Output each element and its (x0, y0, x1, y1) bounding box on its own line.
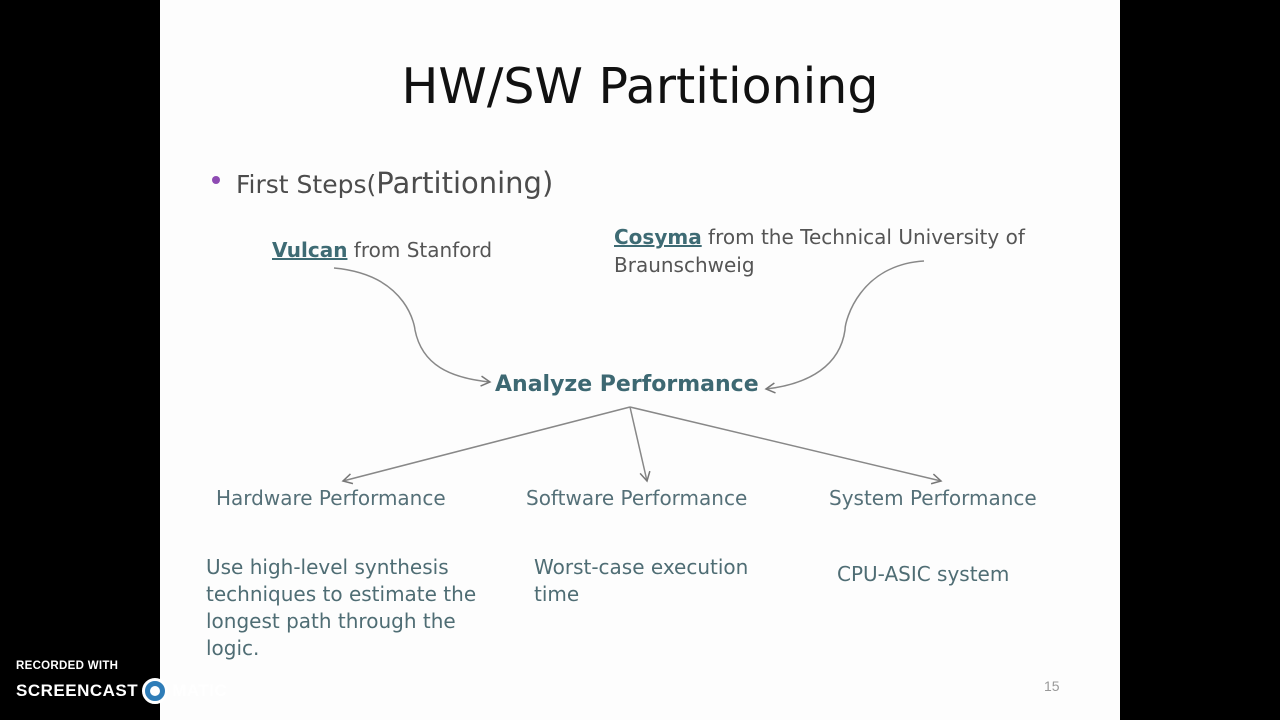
watermark-recorded-with: RECORDED WITH (16, 660, 119, 672)
hardware-desc-line: Use high-level synthesis (206, 555, 449, 579)
software-description: Worst-case execution time (534, 554, 748, 608)
category-system: System Performance (829, 486, 1037, 510)
center-label: Analyze Performance (495, 372, 759, 397)
source-vulcan: Vulcan from Stanford (272, 236, 492, 264)
bullet-emphasis: Partitioning) (376, 166, 554, 200)
source-cosyma: Cosyma from the Technical University of … (614, 223, 1025, 279)
hardware-description: Use high-level synthesis techniques to e… (206, 554, 476, 662)
arrow-cosyma-to-center (764, 260, 925, 394)
arrow-center-to-hardware (341, 406, 631, 485)
watermark-right-text: MATIC (172, 681, 228, 700)
software-desc-line: time (534, 582, 580, 606)
arrow-vulcan-to-center (333, 267, 492, 387)
system-description: CPU-ASIC system (837, 561, 1009, 588)
slide-title: HW/SW Partitioning (401, 58, 879, 115)
hardware-desc-line: techniques to estimate the (206, 582, 477, 606)
software-desc-line: Worst-case execution (534, 555, 749, 579)
vulcan-origin: from Stanford (347, 238, 493, 262)
arrow-center-to-system (629, 406, 943, 485)
vulcan-name: Vulcan (272, 238, 348, 262)
cosyma-origin-line2: Braunschweig (614, 253, 755, 277)
watermark-left-text: SCREENCAST (16, 681, 139, 700)
category-software: Software Performance (526, 486, 748, 510)
record-icon (142, 678, 169, 704)
cosyma-origin: from the Technical University of (701, 225, 1025, 249)
slide: HW/SW Partitioning First Steps(Partition… (160, 0, 1120, 720)
screencast-watermark: RECORDED WITH SCREENCAST MATIC (16, 660, 227, 704)
category-hardware: Hardware Performance (216, 486, 446, 510)
hardware-desc-line: logic. (206, 636, 260, 660)
flow-arrows (333, 260, 943, 485)
watermark-logo: SCREENCAST MATIC (16, 678, 227, 704)
cosyma-name: Cosyma (614, 225, 702, 249)
hardware-desc-line: longest path through the (206, 609, 456, 633)
bullet-text: First Steps(Partitioning) (236, 166, 553, 200)
system-desc-line: CPU-ASIC system (837, 562, 1010, 586)
bullet-prefix: First Steps( (236, 170, 377, 199)
bullet-dot (212, 176, 220, 184)
page-number: 15 (1044, 678, 1060, 694)
arrow-center-to-software (629, 406, 651, 483)
